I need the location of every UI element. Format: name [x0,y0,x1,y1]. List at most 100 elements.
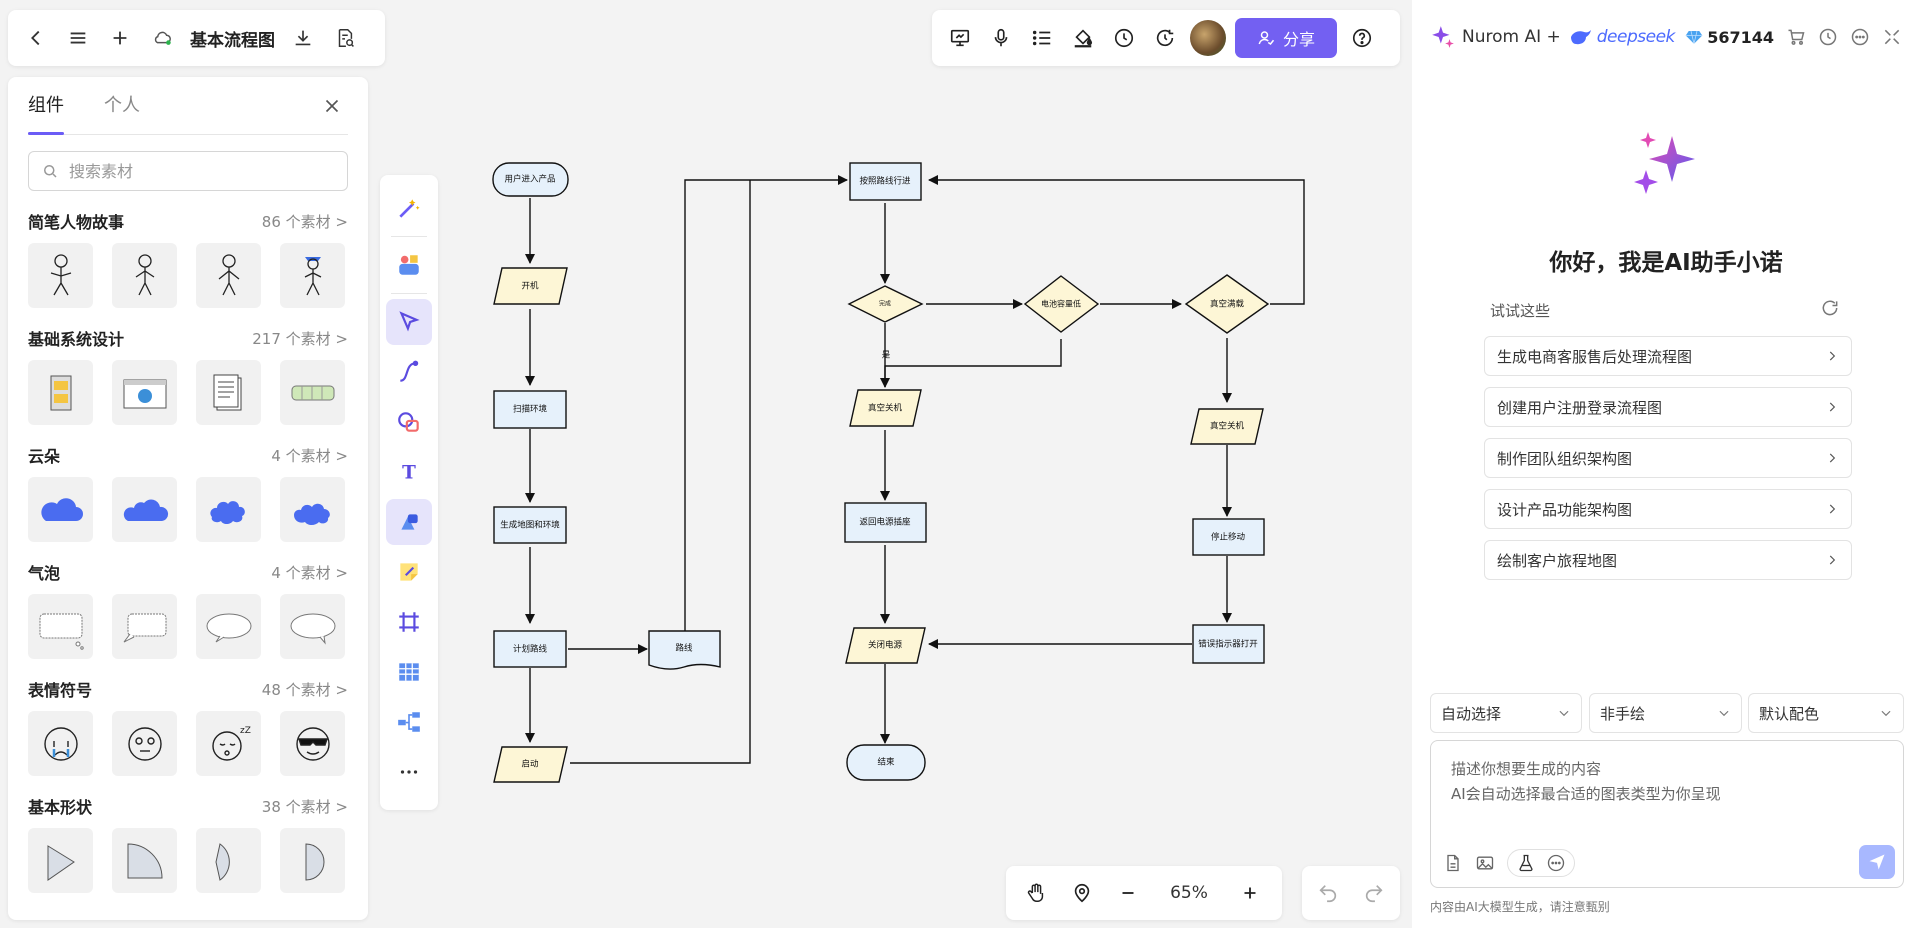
zoom-level[interactable]: 65% [1170,883,1208,903]
avatar[interactable] [1190,20,1226,56]
node-power-on[interactable] [493,267,568,305]
help-icon[interactable] [1346,22,1378,54]
tab-components[interactable]: 组件 [28,77,64,135]
stick-figure-thumb[interactable] [280,243,345,308]
frame-tool-icon[interactable] [386,599,432,645]
bubble-thumb[interactable] [280,594,345,659]
node-error-indicator[interactable] [1192,624,1265,664]
shape-thumb[interactable] [28,828,93,893]
node-route-document[interactable] [648,630,721,670]
node-scan[interactable] [493,390,567,429]
text-tool-icon[interactable]: T [386,449,432,495]
suggestion-item[interactable]: 制作团队组织架构图 [1484,438,1852,478]
flowchart-canvas[interactable]: 用户进入产品 开机 扫描环境 生成地图和环境 计划路线 路线 启动 按照路线行进… [480,150,1320,800]
microphone-icon[interactable] [985,22,1017,54]
node-power-off[interactable] [845,627,926,664]
category-count[interactable]: 38 个素材 > [261,797,348,816]
dizzy-emoji-thumb[interactable] [112,711,177,776]
stick-figure-thumb[interactable] [196,243,261,308]
node-vacuum-full-decision[interactable] [1184,274,1270,334]
suggestion-item[interactable]: 绘制客户旅程地图 [1484,540,1852,580]
more-icon[interactable] [386,749,432,795]
back-icon[interactable] [20,22,52,54]
outline-list-icon[interactable] [1026,22,1058,54]
connector-line-icon[interactable] [386,349,432,395]
diagram-type-select[interactable]: 自动选择 [1430,693,1582,733]
node-battery-decision[interactable] [1023,275,1100,333]
suggestion-item[interactable]: 设计产品功能架构图 [1484,489,1852,529]
node-return-outlet[interactable] [844,502,927,543]
cylinder-thumb[interactable] [280,360,345,425]
cart-icon[interactable] [1786,27,1806,47]
stick-figure-thumb[interactable] [112,243,177,308]
fill-shape-icon[interactable] [386,499,432,545]
tab-personal[interactable]: 个人 [104,94,140,116]
shape-thumb[interactable] [196,828,261,893]
undo-icon[interactable] [1312,877,1344,909]
category-count[interactable]: 86 个素材 > [261,212,348,231]
bubble-thumb[interactable] [112,594,177,659]
node-generate-map[interactable] [493,506,567,544]
flask-icon[interactable] [1516,853,1536,873]
node-shutdown-2[interactable] [1190,408,1264,445]
node-plan-route[interactable] [493,630,567,668]
shapes-library-icon[interactable] [386,242,432,288]
shape-tool-icon[interactable] [386,399,432,445]
attach-file-icon[interactable] [1443,853,1463,873]
stick-figure-thumb[interactable] [28,243,93,308]
node-done-decision[interactable] [847,285,924,323]
attach-image-icon[interactable] [1475,853,1495,873]
collapse-panel-icon[interactable] [1882,27,1902,47]
category-count[interactable]: 4 个素材 > [271,446,348,465]
shape-thumb[interactable] [112,828,177,893]
presentation-icon[interactable] [944,22,976,54]
history-clock-icon[interactable] [1108,22,1140,54]
redo-icon[interactable] [1358,877,1390,909]
node-launch[interactable] [493,746,568,783]
location-pin-icon[interactable] [1066,877,1098,909]
share-button[interactable]: 分享 [1235,18,1337,58]
table-tool-icon[interactable] [386,649,432,695]
download-icon[interactable] [287,22,319,54]
search-input[interactable] [69,161,319,181]
zoom-out-icon[interactable] [1112,877,1144,909]
category-count[interactable]: 217 个素材 > [252,329,348,348]
category-count[interactable]: 48 个素材 > [261,680,348,699]
mindmap-tool-icon[interactable] [386,699,432,745]
document-stack-thumb[interactable] [196,360,261,425]
menu-icon[interactable] [62,22,94,54]
node-follow-route[interactable] [849,162,922,201]
coin-balance[interactable]: 567144 [1685,28,1774,47]
chat-bubble-icon[interactable] [1850,27,1870,47]
paint-bucket-icon[interactable] [1067,22,1099,54]
suggestion-item[interactable]: 创建用户注册登录流程图 [1484,387,1852,427]
document-title[interactable]: 基本流程图 [190,30,275,51]
shape-thumb[interactable] [280,828,345,893]
server-thumb[interactable] [28,360,93,425]
category-count[interactable]: 4 个素材 > [271,563,348,582]
bubble-thumb[interactable] [196,594,261,659]
node-user-enter[interactable] [492,162,569,197]
bubble-thumb[interactable] [28,594,93,659]
zoom-in-icon[interactable] [1234,877,1266,909]
sleepy-emoji-thumb[interactable]: zZ [196,711,261,776]
select-pointer-icon[interactable] [386,299,432,345]
node-stop-moving[interactable] [1192,518,1265,556]
suggestion-item[interactable]: 生成电商客服售后处理流程图 [1484,336,1852,376]
cool-emoji-thumb[interactable] [280,711,345,776]
crying-emoji-thumb[interactable] [28,711,93,776]
prompt-input[interactable] [1451,757,1883,829]
version-history-icon[interactable] [1149,22,1181,54]
browser-thumb[interactable] [112,360,177,425]
cloud-sync-icon[interactable] [146,22,178,54]
refresh-icon[interactable] [1820,298,1840,318]
find-replace-icon[interactable] [329,22,361,54]
cloud-thumb[interactable] [112,477,177,542]
close-icon[interactable] [316,90,348,122]
cloud-thumb[interactable] [196,477,261,542]
add-icon[interactable] [104,22,136,54]
history-icon[interactable] [1818,27,1838,47]
color-scheme-select[interactable]: 默认配色 [1748,693,1904,733]
hand-pan-icon[interactable] [1020,877,1052,909]
chat-mode-icon[interactable] [1546,853,1566,873]
